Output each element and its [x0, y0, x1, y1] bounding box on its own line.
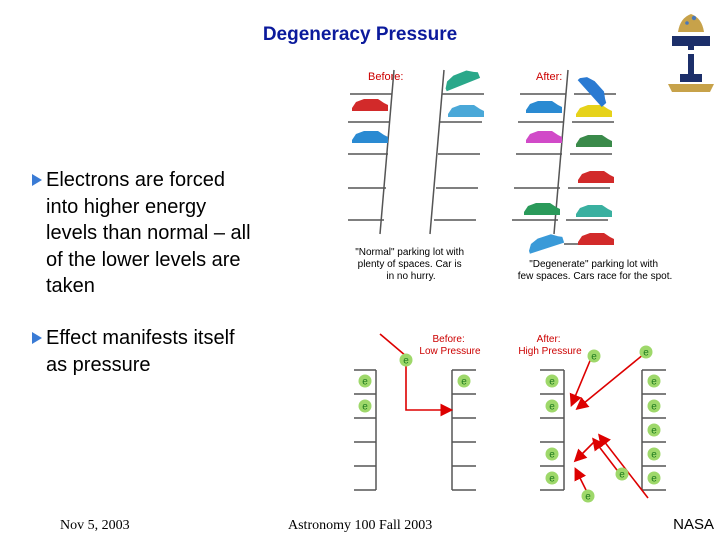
electron-icon [358, 399, 372, 413]
car-icon [352, 99, 388, 111]
parking-after-label: After: [536, 71, 562, 83]
before-parking-lines [348, 69, 484, 235]
footer-course: Astronomy 100 Fall 2003 [288, 518, 433, 533]
car-icon [526, 131, 562, 143]
before-arrow [379, 333, 454, 417]
electron-icon [639, 345, 653, 359]
triangle-bullet-icon [32, 332, 42, 344]
car-icon [442, 66, 481, 92]
electron-icon [581, 489, 595, 503]
car-icon [578, 233, 614, 245]
car-icon [577, 72, 611, 107]
parking-before-label: Before: [368, 71, 403, 83]
triangle-bullet-icon [32, 174, 42, 186]
electron-icon [545, 399, 559, 413]
electron-icon [647, 447, 661, 461]
bullet-2: Effect manifests itself as pressure [32, 325, 332, 385]
car-icon [576, 205, 612, 217]
electron-icon [647, 471, 661, 485]
parking-after-caption: "Degenerate" parking lot with few spaces… [518, 259, 673, 282]
electron-icon [647, 374, 661, 388]
electron-after-label: After: High Pressure [518, 334, 582, 357]
electron-icon [647, 423, 661, 437]
car-icon [576, 105, 612, 117]
footer-credit: NASA [673, 516, 714, 533]
electron-icon [399, 353, 413, 367]
electron-levels-figure: e Before: Low Pressure After: High Press… [354, 333, 666, 503]
after-arrows [569, 353, 649, 499]
electron-icon [615, 467, 629, 481]
bullet-1-text: Electrons are forced into higher energy … [46, 169, 251, 297]
electron-icon [358, 374, 372, 388]
electron-icon [647, 399, 661, 413]
car-icon [524, 203, 560, 215]
parking-before-caption: "Normal" parking lot with plenty of spac… [355, 247, 467, 282]
electron-icon [545, 471, 559, 485]
electron-icon [457, 374, 471, 388]
parking-lot-figure: Before: After: [348, 66, 673, 282]
before-level-lines [354, 369, 476, 491]
car-icon [578, 171, 614, 183]
electron-icon [545, 447, 559, 461]
car-icon [448, 105, 484, 117]
bullet-1: Electrons are forced into higher energy … [32, 167, 332, 307]
after-level-lines [540, 369, 666, 491]
after-parking-lines [512, 69, 616, 245]
car-icon [352, 131, 388, 143]
slide-title: Degeneracy Pressure [262, 24, 458, 45]
car-icon [526, 231, 565, 254]
car-icon [576, 135, 612, 147]
electron-icon [587, 349, 601, 363]
car-icon [526, 101, 562, 113]
footer-date: Nov 5, 2003 [60, 518, 130, 533]
electron-icon [545, 374, 559, 388]
observatory-logo [666, 6, 716, 94]
electron-before-label: Before: Low Pressure [419, 334, 481, 357]
bullet-2-text: Effect manifests itself as pressure [46, 327, 235, 376]
